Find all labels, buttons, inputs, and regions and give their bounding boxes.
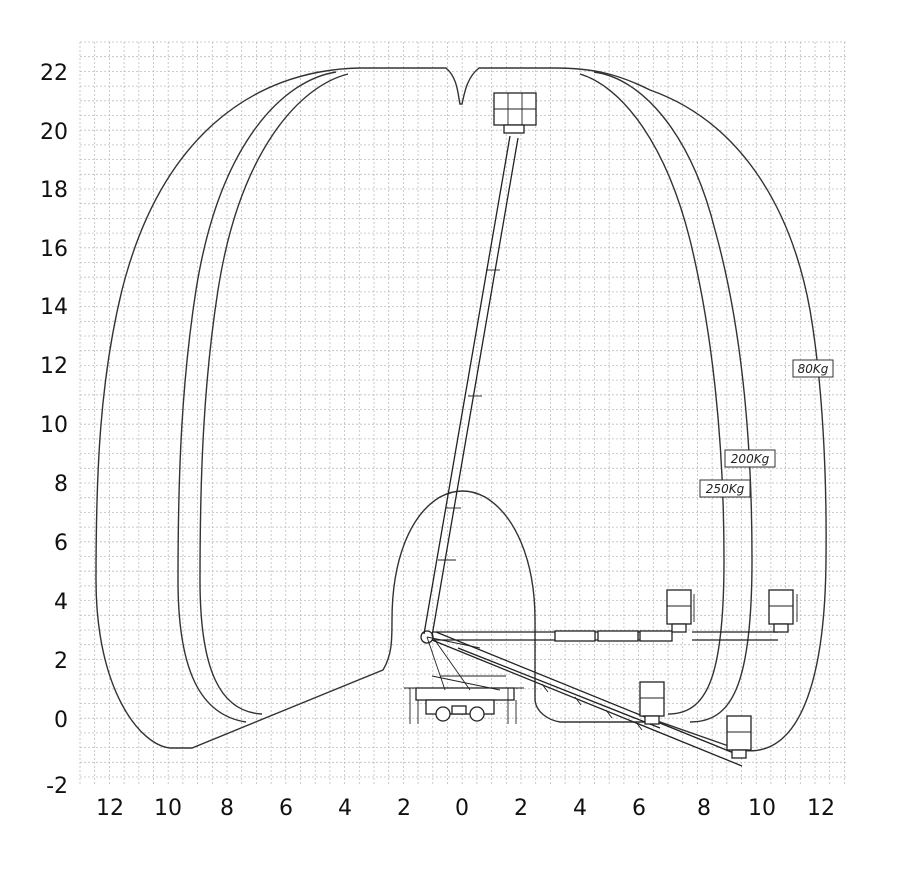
- machine-base: [404, 675, 524, 724]
- y-axis: 22 20 18 16 14 12 10 8 6 4 2 0 -2: [40, 61, 68, 799]
- x-axis: 12 10 8 6 4 2 0 2 4 6 8 10 12: [96, 796, 835, 821]
- y-tick-8: 8: [54, 472, 68, 497]
- x-tick-0: 0: [455, 796, 469, 821]
- basket-descending-far: [726, 715, 752, 759]
- y-tick-14: 14: [40, 295, 68, 320]
- envelope-80kg: [95, 67, 827, 752]
- x-tick-2-right: 2: [514, 796, 528, 821]
- x-tick-2-left: 2: [397, 796, 411, 821]
- boom-horizontal: [432, 630, 673, 642]
- x-tick-4-left: 4: [338, 796, 352, 821]
- y-tick-6: 6: [54, 531, 68, 556]
- y-tick-20: 20: [40, 120, 68, 145]
- label-200kg-text: 200Kg: [731, 452, 770, 466]
- basket-descending-near: [639, 681, 665, 725]
- y-tick-4: 4: [54, 590, 68, 615]
- boom-vertical: [423, 135, 519, 637]
- y-tick-12: 12: [40, 354, 68, 379]
- x-tick-10-left: 10: [154, 796, 182, 821]
- label-80kg-text: 80Kg: [798, 362, 829, 376]
- x-tick-12-left: 12: [96, 796, 124, 821]
- boom-descending: [431, 631, 747, 767]
- label-250kg-text: 250Kg: [706, 482, 745, 496]
- x-tick-6-right: 6: [632, 796, 646, 821]
- grid: [79, 41, 848, 786]
- x-tick-8-left: 8: [220, 796, 234, 821]
- x-tick-10-right: 10: [748, 796, 776, 821]
- envelope-250kg: [199, 73, 725, 715]
- x-tick-6-left: 6: [279, 796, 293, 821]
- y-tick-22: 22: [40, 61, 68, 86]
- x-tick-4-right: 4: [573, 796, 587, 821]
- envelope-200kg: [177, 71, 753, 723]
- y-tick-18: 18: [40, 178, 68, 203]
- y-tick-0: 0: [54, 708, 68, 733]
- label-80kg: 80Kg: [792, 359, 834, 378]
- y-tick-16: 16: [40, 237, 68, 262]
- y-tick-2: 2: [54, 649, 68, 674]
- basket-horizontal-far: [768, 589, 798, 633]
- basket-horizontal-near: [666, 589, 695, 633]
- y-tick-minus-2: -2: [46, 774, 68, 799]
- basket-top: [493, 92, 537, 134]
- label-250kg: 250Kg: [699, 479, 751, 498]
- x-tick-8-right: 8: [697, 796, 711, 821]
- boom-horizontal-extended: [692, 631, 778, 641]
- y-tick-10: 10: [40, 413, 68, 438]
- label-200kg: 200Kg: [724, 449, 776, 468]
- x-tick-12-right: 12: [807, 796, 835, 821]
